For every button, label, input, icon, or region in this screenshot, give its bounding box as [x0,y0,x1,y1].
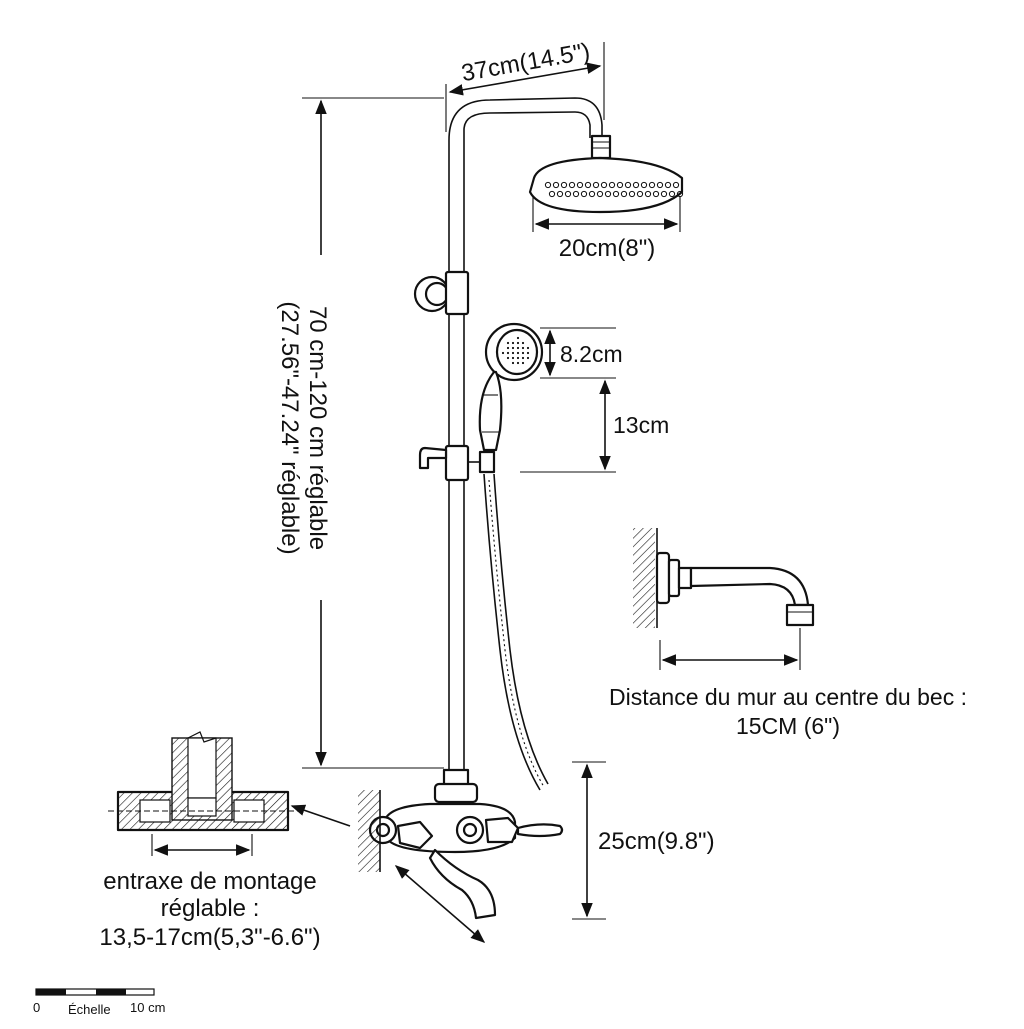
shower-head-diameter-label: 20cm(8") [559,235,656,262]
hand-shower-dot [521,351,525,355]
hand-shower-dot [526,346,530,350]
nozzle-dot [632,181,640,189]
nozzle-dot [548,190,556,198]
hand-shower-dot [526,356,530,360]
wall-hatch-mixer [358,790,380,872]
nozzle-dot [560,181,568,189]
nozzle-dot [556,190,564,198]
hand-shower-dot [506,356,510,360]
hand-shower-dot [516,351,520,355]
sliding-holder [418,444,496,482]
nozzle-dot [612,190,620,198]
hand-shower-dot [516,336,520,340]
hand-shower-dot [511,341,515,345]
nozzle-dot [656,181,664,189]
nozzle-dot [580,190,588,198]
spout-detail [633,528,815,628]
nozzle-dot [564,190,572,198]
mounting-note-line1: entraxe de montage [103,868,316,895]
hand-shower-dot [511,351,515,355]
hand-shower-dot [516,356,520,360]
hand-shower-dot [516,346,520,350]
hand-shower-dot [521,341,525,345]
nozzle-dot [636,190,644,198]
nozzle-dot [648,181,656,189]
hand-shower-dot [506,346,510,350]
arm-reach-label: 37cm(14.5") [459,38,592,87]
nozzle-dot [584,181,592,189]
nozzle-dot [588,190,596,198]
nozzle-dot [604,190,612,198]
hand-shower-dot [506,341,510,345]
scale-label: Échelle [68,1002,111,1017]
scale-end: 10 cm [130,1000,165,1015]
mixer-height-label: 25cm(9.8") [598,828,715,855]
handshower-handle-label: 13cm [613,412,669,438]
shower-nozzles [544,181,684,198]
hand-shower-dot [516,361,520,365]
hand-shower-dot [521,356,525,360]
hand-shower-dot [526,351,530,355]
nozzle-dot [552,181,560,189]
nozzle-dot [672,181,680,189]
bath-mixer [368,768,564,920]
scale-start: 0 [33,1000,40,1015]
nozzle-dot [592,181,600,189]
hand-shower [478,322,544,452]
nozzle-dot [660,190,668,198]
rain-shower-head [528,156,684,214]
nozzle-dot [668,190,676,198]
hand-shower-dot [511,346,515,350]
hand-shower-dot [521,346,525,350]
nozzle-dot [608,181,616,189]
nozzle-dot [544,181,552,189]
hand-shower-dot [516,341,520,345]
nozzle-dot [640,181,648,189]
scale-bar: 0 Échelle 10 cm [33,988,165,1017]
nozzle-dot [644,190,652,198]
nozzle-dot [572,190,580,198]
hand-shower-dot [511,356,515,360]
mounting-note-line2: réglable : [161,895,260,922]
handshower-head-label: 8.2cm [560,341,623,367]
nozzle-dot [596,190,604,198]
nozzle-dot [600,181,608,189]
hand-shower-dot [521,361,525,365]
spout-note-line2: 15CM (6") [736,713,840,739]
nozzle-dot [664,181,672,189]
shower-hose [483,473,549,791]
hand-shower-dot [511,361,515,365]
nozzle-dot [616,181,624,189]
nozzle-dot [628,190,636,198]
height-adjust-label-2: (27.56"-47.24" réglable) [276,301,303,554]
spout-note-line1: Distance du mur au centre du bec : [609,684,967,710]
nozzle-dot [620,190,628,198]
nozzle-dot [576,181,584,189]
mounting-note-line3: 13,5-17cm(5,3"-6.6") [99,924,320,951]
hand-shower-nozzles [501,336,530,365]
wall-bracket [413,270,470,316]
hand-shower-dot [506,351,510,355]
mounting-section [108,731,300,832]
dimension-lines [151,42,801,943]
hand-shower-dot [501,351,505,355]
height-adjust-label-1: 70 cm-120 cm réglable [304,306,331,550]
nozzle-dot [652,190,660,198]
nozzle-dot [624,181,632,189]
nozzle-dot [568,181,576,189]
